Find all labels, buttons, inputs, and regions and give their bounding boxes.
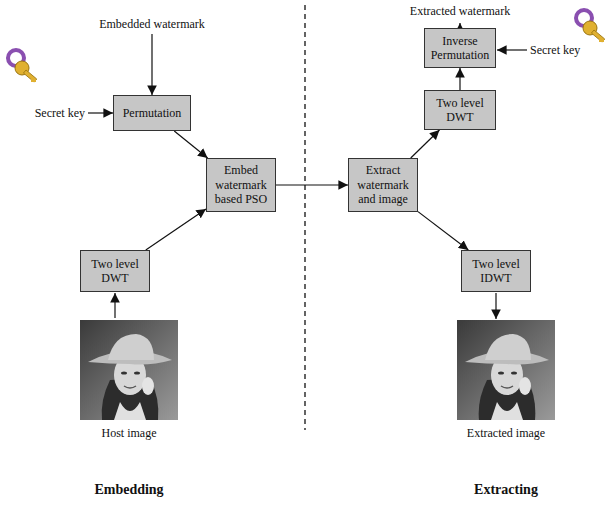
key-icon [8,50,37,82]
box-text: Two level DWT [429,96,491,125]
process-box: Two level DWT [424,90,496,130]
flow-arrow [276,184,348,185]
box-text: Two level IDWT [466,257,526,286]
leader-arrow [114,293,115,318]
box-text: Embed watermark based PSO [211,163,271,206]
host-photo [80,320,178,420]
process-box: Two level IDWT [461,250,531,292]
section-title: Embedding [94,482,163,499]
process-box: Inverse Permutation [424,28,496,68]
flow-arrow [411,130,440,158]
leader-arrow [151,34,152,95]
flow-arrow [174,131,207,158]
box-text: Permutation [123,106,182,120]
process-box: Two level DWT [80,250,150,292]
section-title: Extracting [474,482,538,499]
text-label: Secret key [35,106,85,120]
leader-arrow [88,112,113,113]
text-label: Extracted watermark [410,4,510,18]
flow-arrow [418,212,468,250]
extracted-photo [457,320,555,420]
flow-arrow [146,209,206,250]
text-label: Host image [102,426,157,440]
text-label: Secret key [530,43,580,57]
process-box: Permutation [113,95,191,131]
leader-arrow [495,293,496,319]
process-box: Embed watermark based PSO [206,158,276,212]
key-icon [576,10,605,42]
box-text: Extract watermark and image [353,163,413,206]
leader-arrow [497,49,527,50]
box-text: Inverse Permutation [429,34,491,63]
divider-line [304,5,305,430]
box-text: Two level DWT [85,257,145,286]
text-label: Embedded watermark [99,17,205,31]
text-label: Extracted image [467,426,545,440]
process-box: Extract watermark and image [348,158,418,212]
flow-arrow [459,68,460,90]
